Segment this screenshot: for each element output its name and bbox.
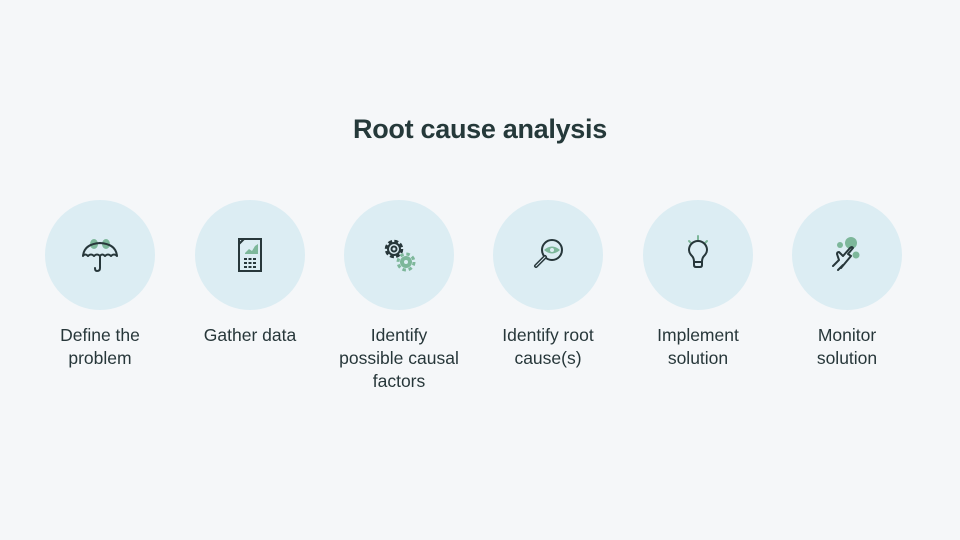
- label-line: Identify: [370, 325, 428, 345]
- data-sheet-icon: [238, 238, 262, 272]
- umbrella-icon: [82, 239, 118, 273]
- step-define-problem: Define the problem: [25, 200, 175, 370]
- label-line: Gather data: [203, 325, 297, 345]
- step-label: Monitor solution: [772, 324, 922, 370]
- label-line: solution: [667, 348, 729, 368]
- label-line: Implement: [657, 325, 739, 345]
- label-line: Define the: [60, 325, 140, 345]
- label-line: solution: [816, 348, 878, 368]
- label-line: cause(s): [514, 348, 582, 368]
- step-circle: [344, 200, 454, 310]
- step-monitor-solution: Monitor solution: [772, 200, 922, 370]
- step-circle: [45, 200, 155, 310]
- lightbulb-icon: [688, 235, 708, 268]
- step-circle: [195, 200, 305, 310]
- step-identify-factors: Identify possible causal factors: [324, 200, 474, 393]
- step-implement-solution: Implement solution: [623, 200, 773, 370]
- label-line: Identify root: [502, 325, 594, 345]
- step-circle: [792, 200, 902, 310]
- step-gather-data: Gather data: [175, 200, 325, 347]
- step-label: Gather data: [175, 324, 325, 347]
- step-label: Define the problem: [25, 324, 175, 370]
- page-title: Root cause analysis: [353, 114, 607, 144]
- step-circle: [643, 200, 753, 310]
- label-line: Monitor: [817, 325, 877, 345]
- step-label: Identify root cause(s): [473, 324, 623, 370]
- step-circle: [493, 200, 603, 310]
- label-line: possible causal: [339, 348, 459, 368]
- gears-icon: [384, 239, 416, 272]
- hand-pointer-icon: [832, 237, 860, 271]
- step-identify-root-cause: Identify root cause(s): [473, 200, 623, 370]
- step-label: Implement solution: [623, 324, 773, 370]
- magnifier-eye-icon: [534, 239, 563, 268]
- label-line: problem: [68, 348, 132, 368]
- label-line: factors: [372, 371, 426, 391]
- step-label: Identify possible causal factors: [324, 324, 474, 393]
